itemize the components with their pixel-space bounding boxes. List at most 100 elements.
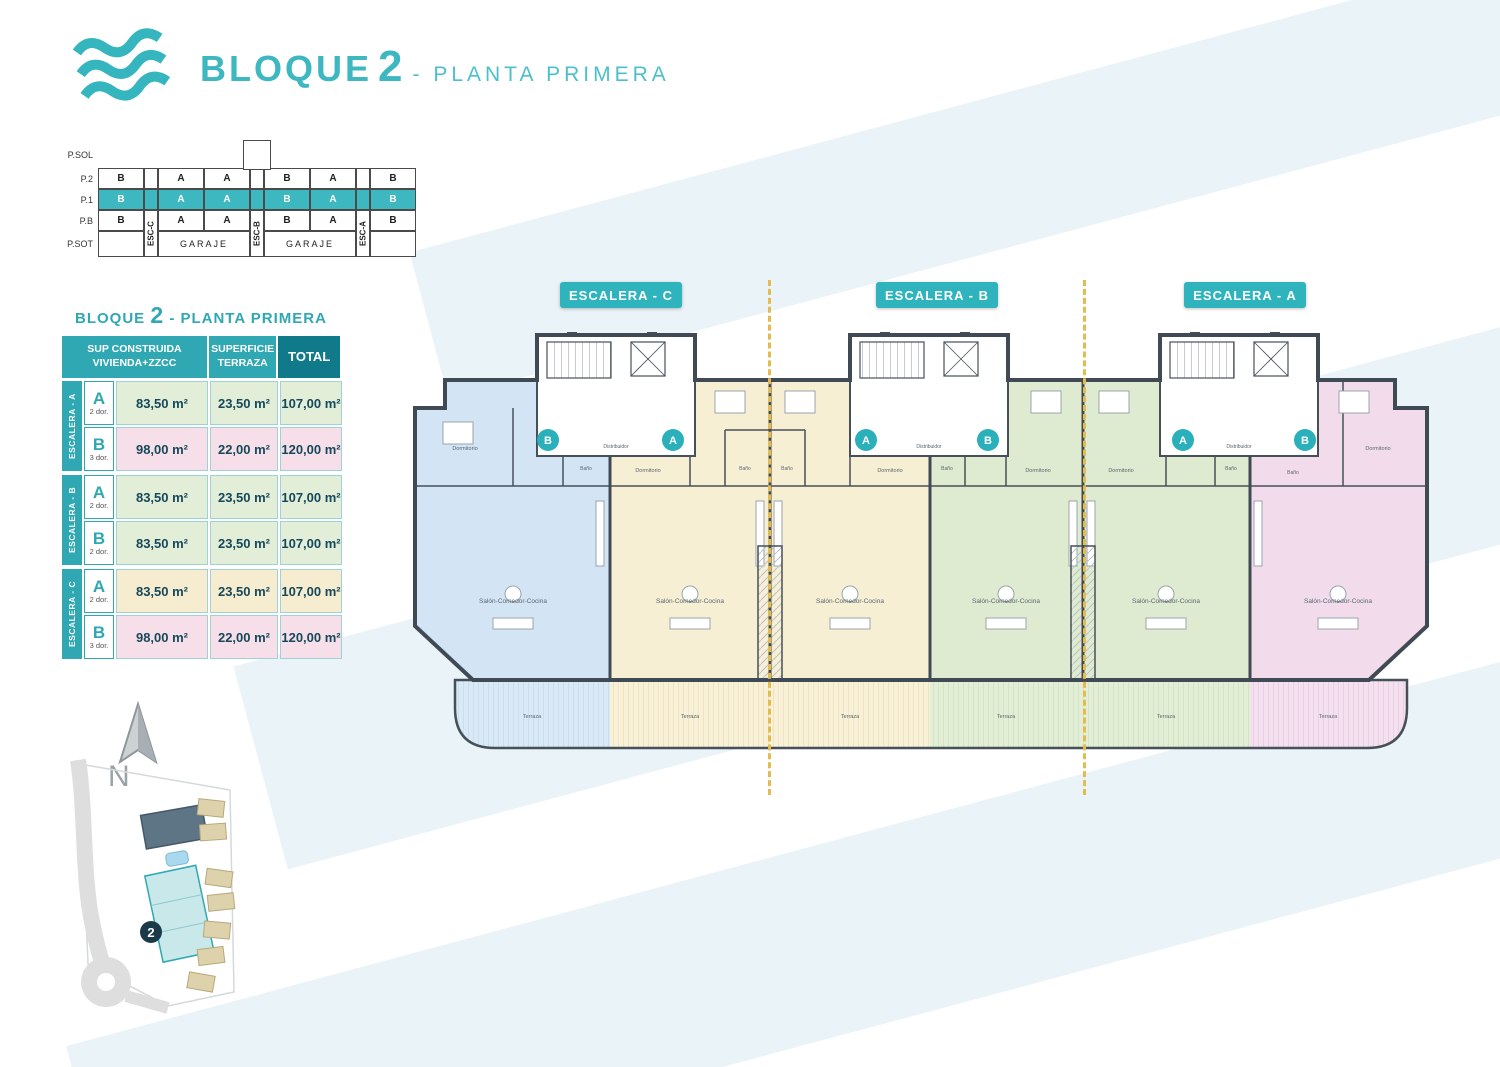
unit-badge-letter: A: [1179, 435, 1187, 447]
section-divider-dashed: [1083, 280, 1086, 795]
adjacent-block-building: [139, 803, 209, 850]
header-total: TOTAL: [278, 336, 340, 378]
terraza-value: 23,50 m²: [210, 569, 278, 613]
room-labels: Salón-Comedor-Cocina Salón-Comedor-Cocin…: [452, 444, 1390, 720]
pool: [165, 850, 189, 867]
header-superficie-terraza: SUPERFICIE TERRAZA: [208, 336, 277, 378]
floor-label: P.1: [80, 194, 93, 205]
areas-title-word: BLOQUE: [75, 310, 146, 327]
table-group-escalera-c: ESCALERA - C A 2 dor. 83,50 m² 23,50 m² …: [62, 569, 342, 659]
garage-cell: GARAJE: [264, 231, 356, 257]
floor-label: P.SOT: [67, 239, 93, 249]
svg-text:Terraza: Terraza: [997, 714, 1016, 720]
unit-cell: A: [310, 168, 356, 189]
apartment-letter-cell: B 3 dor.: [84, 427, 114, 471]
svg-text:Dormitorio: Dormitorio: [1025, 468, 1050, 474]
basement-cell: [370, 231, 416, 257]
stair-cell: [356, 168, 370, 189]
svg-text:Salón-Comedor-Cocina: Salón-Comedor-Cocina: [656, 598, 724, 605]
stair-tower: [243, 140, 271, 170]
apartment-letter-cell: B 3 dor.: [84, 615, 114, 659]
terraza-value: 22,00 m²: [210, 615, 278, 659]
sup-value: 83,50 m²: [116, 381, 208, 425]
svg-text:Terraza: Terraza: [1157, 714, 1176, 720]
unit-badge-letter: B: [984, 435, 992, 447]
group-label: ESCALERA - A: [62, 381, 82, 471]
stair-cell-current: [144, 189, 158, 210]
apartment-letter-cell: A 2 dor.: [84, 475, 114, 519]
escalera-a-badge: ESCALERA - A: [1184, 282, 1306, 308]
svg-text:Distribuidor: Distribuidor: [1226, 444, 1252, 450]
unit-cell-current: A: [310, 189, 356, 210]
areas-table-title: BLOQUE 2 - PLANTA PRIMERA: [62, 302, 340, 329]
svg-text:Terraza: Terraza: [1319, 714, 1338, 720]
group-label: ESCALERA - B: [62, 475, 82, 565]
neighbor-houses: [186, 798, 236, 993]
svg-text:Salón-Comedor-Cocina: Salón-Comedor-Cocina: [1304, 598, 1372, 605]
unit-badge-letter: B: [1301, 435, 1309, 447]
total-value: 120,00 m²: [280, 427, 342, 471]
stair-cell-current: [356, 189, 370, 210]
sup-value: 83,50 m²: [116, 521, 208, 565]
areas-title-rest: - PLANTA PRIMERA: [169, 310, 327, 327]
group-label: ESCALERA - C: [62, 569, 82, 659]
stair-core-label: ESC-A: [356, 210, 370, 257]
stair-core-label: ESC-C: [144, 210, 158, 257]
building-outline: [413, 333, 1429, 682]
terraza-value: 22,00 m²: [210, 427, 278, 471]
unit-badge-letter: A: [669, 435, 677, 447]
stair-cores: [536, 332, 1319, 457]
table-group-escalera-a: ESCALERA - A A 2 dor. 83,50 m² 23,50 m² …: [62, 381, 342, 471]
total-value: 107,00 m²: [280, 521, 342, 565]
svg-text:Salón-Comedor-Cocina: Salón-Comedor-Cocina: [816, 598, 884, 605]
floor-plan: B A A B A B Salón-Comedor-Cocina Salón-C…: [413, 332, 1429, 750]
unit-cell: B: [98, 168, 144, 189]
svg-text:Distribuidor: Distribuidor: [916, 444, 942, 450]
total-value: 107,00 m²: [280, 475, 342, 519]
unit-cell: B: [370, 210, 416, 231]
table-row: A 2 dor. 83,50 m² 23,50 m² 107,00 m²: [84, 569, 342, 613]
table-row: B 3 dor. 98,00 m² 22,00 m² 120,00 m²: [84, 615, 342, 659]
north-arrow: N: [108, 700, 158, 792]
sup-value: 83,50 m²: [116, 569, 208, 613]
sup-value: 98,00 m²: [116, 427, 208, 471]
table-group-escalera-b: ESCALERA - B A 2 dor. 83,50 m² 23,50 m² …: [62, 475, 342, 565]
unit-cell: A: [310, 210, 356, 231]
svg-text:Distribuidor: Distribuidor: [603, 444, 629, 450]
sup-value: 98,00 m²: [116, 615, 208, 659]
stair-cell-current: [250, 189, 264, 210]
floor-label: P.2: [80, 173, 93, 184]
svg-text:2: 2: [147, 925, 154, 940]
svg-text:Dormitorio: Dormitorio: [635, 468, 660, 474]
svg-text:Dormitorio: Dormitorio: [452, 446, 477, 452]
unit-badge-letter: B: [544, 435, 552, 447]
floor-label: P.B: [79, 215, 93, 226]
svg-text:Baño: Baño: [739, 466, 751, 472]
unit-cell: B: [370, 168, 416, 189]
terraza-value: 23,50 m²: [210, 521, 278, 565]
svg-text:Baño: Baño: [781, 466, 793, 472]
total-value: 120,00 m²: [280, 615, 342, 659]
road: [70, 758, 170, 1014]
unit-badges: B A A B A B: [537, 429, 1316, 451]
apartment-letter-cell: A 2 dor.: [84, 569, 114, 613]
table-row: B 2 dor. 83,50 m² 23,50 m² 107,00 m²: [84, 521, 342, 565]
garage-cell: GARAJE: [158, 231, 250, 257]
title-block-number: 2: [378, 42, 403, 91]
terrace-outline: [453, 678, 1409, 750]
header-sup-construida: SUP CONSTRUIDA VIVIENDA+ZZCC: [62, 336, 207, 378]
block-2-building: [143, 864, 215, 964]
svg-text:Terraza: Terraza: [841, 714, 860, 720]
terrace-band: [455, 680, 1407, 748]
table-row: A 2 dor. 83,50 m² 23,50 m² 107,00 m²: [84, 475, 342, 519]
unit-badge-letter: A: [862, 435, 870, 447]
block-2-badge: 2: [140, 921, 162, 943]
unit-cell: B: [264, 168, 310, 189]
stair-core-label: ESC-B: [250, 210, 264, 257]
svg-text:Salón-Comedor-Cocina: Salón-Comedor-Cocina: [1132, 598, 1200, 605]
svg-text:Baño: Baño: [1287, 470, 1299, 476]
stair-cell: [250, 168, 264, 189]
site-plan: 2: [70, 758, 236, 1014]
unit-cell: A: [158, 168, 204, 189]
